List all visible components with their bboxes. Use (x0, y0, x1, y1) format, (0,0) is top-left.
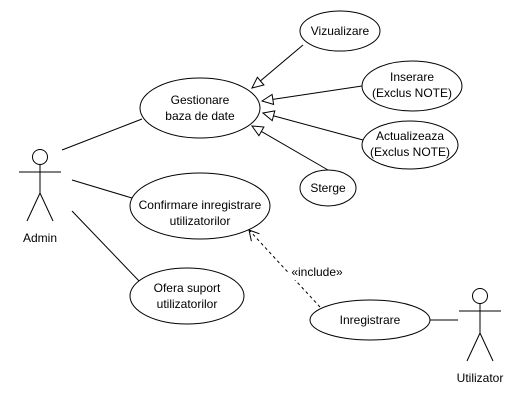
usecase-vizualizare[interactable]: Vizualizare (299, 10, 381, 52)
usecase-gestionare-baza-de-date[interactable]: Gestionare baza de date (139, 77, 261, 139)
usecase-inserare-label-1: Inserare (390, 70, 434, 84)
gen-actualizeaza-line (262, 112, 364, 141)
assoc-admin-confirmare (71, 179, 133, 199)
usecase-gestionare-label-2: baza de date (165, 109, 235, 123)
gen-sterge-line (251, 125, 329, 171)
gen-inserare-arrowhead (260, 93, 275, 106)
actor-utilizator-label: Utilizator (457, 371, 504, 385)
gen-vizualizare-arrowhead (251, 76, 265, 89)
include-label: «include» (291, 265, 343, 279)
gen-sterge-arrowhead (250, 125, 265, 137)
usecase-inserare[interactable]: Inserare (Exclus NOTE) (361, 60, 463, 112)
usecase-ofera-suport[interactable]: Ofera suport utilizatorilor (129, 267, 245, 325)
usecase-ofera-label-2: utilizatorilor (157, 297, 218, 311)
usecase-actualizeaza-label-1: Actualizeaza (376, 129, 444, 143)
gen-actualizeaza-arrowhead (261, 110, 276, 122)
usecase-vizualizare-label: Vizualizare (311, 24, 370, 38)
usecase-ofera-label-1: Ofera suport (154, 281, 221, 295)
usecase-sterge[interactable]: Sterge (299, 169, 357, 207)
actor-admin-label: Admin (23, 231, 57, 245)
usecase-confirmare-label-2: utilizatorilor (170, 214, 231, 228)
usecase-gestionare-label-1: Gestionare (171, 93, 230, 107)
actor-utilizator[interactable]: Utilizator (457, 288, 504, 386)
usecase-actualizeaza-label-2: (Exclus NOTE) (370, 145, 450, 159)
usecase-inregistrare[interactable]: Inregistrare (309, 299, 431, 341)
usecase-sterge-label: Sterge (310, 181, 346, 195)
actor-admin-stick-figure-icon (19, 149, 61, 222)
usecase-confirmare-label-1: Confirmare inregistrare (139, 198, 262, 212)
include-label-bg (288, 264, 346, 280)
actor-utilizator-stick-figure-icon (459, 288, 501, 362)
usecase-actualizeaza[interactable]: Actualizeaza (Exclus NOTE) (361, 120, 459, 170)
assoc-admin-ofera (71, 210, 141, 283)
usecase-confirmare-inregistrare[interactable]: Confirmare inregistrare utilizatorilor (129, 172, 271, 240)
gen-inserare-line (261, 85, 363, 102)
actor-admin[interactable]: Admin (19, 149, 61, 246)
usecase-inserare-label-2: (Exclus NOTE) (372, 86, 452, 100)
assoc-admin-gestionare (61, 118, 143, 151)
usecase-inregistrare-label: Inregistrare (340, 313, 401, 327)
